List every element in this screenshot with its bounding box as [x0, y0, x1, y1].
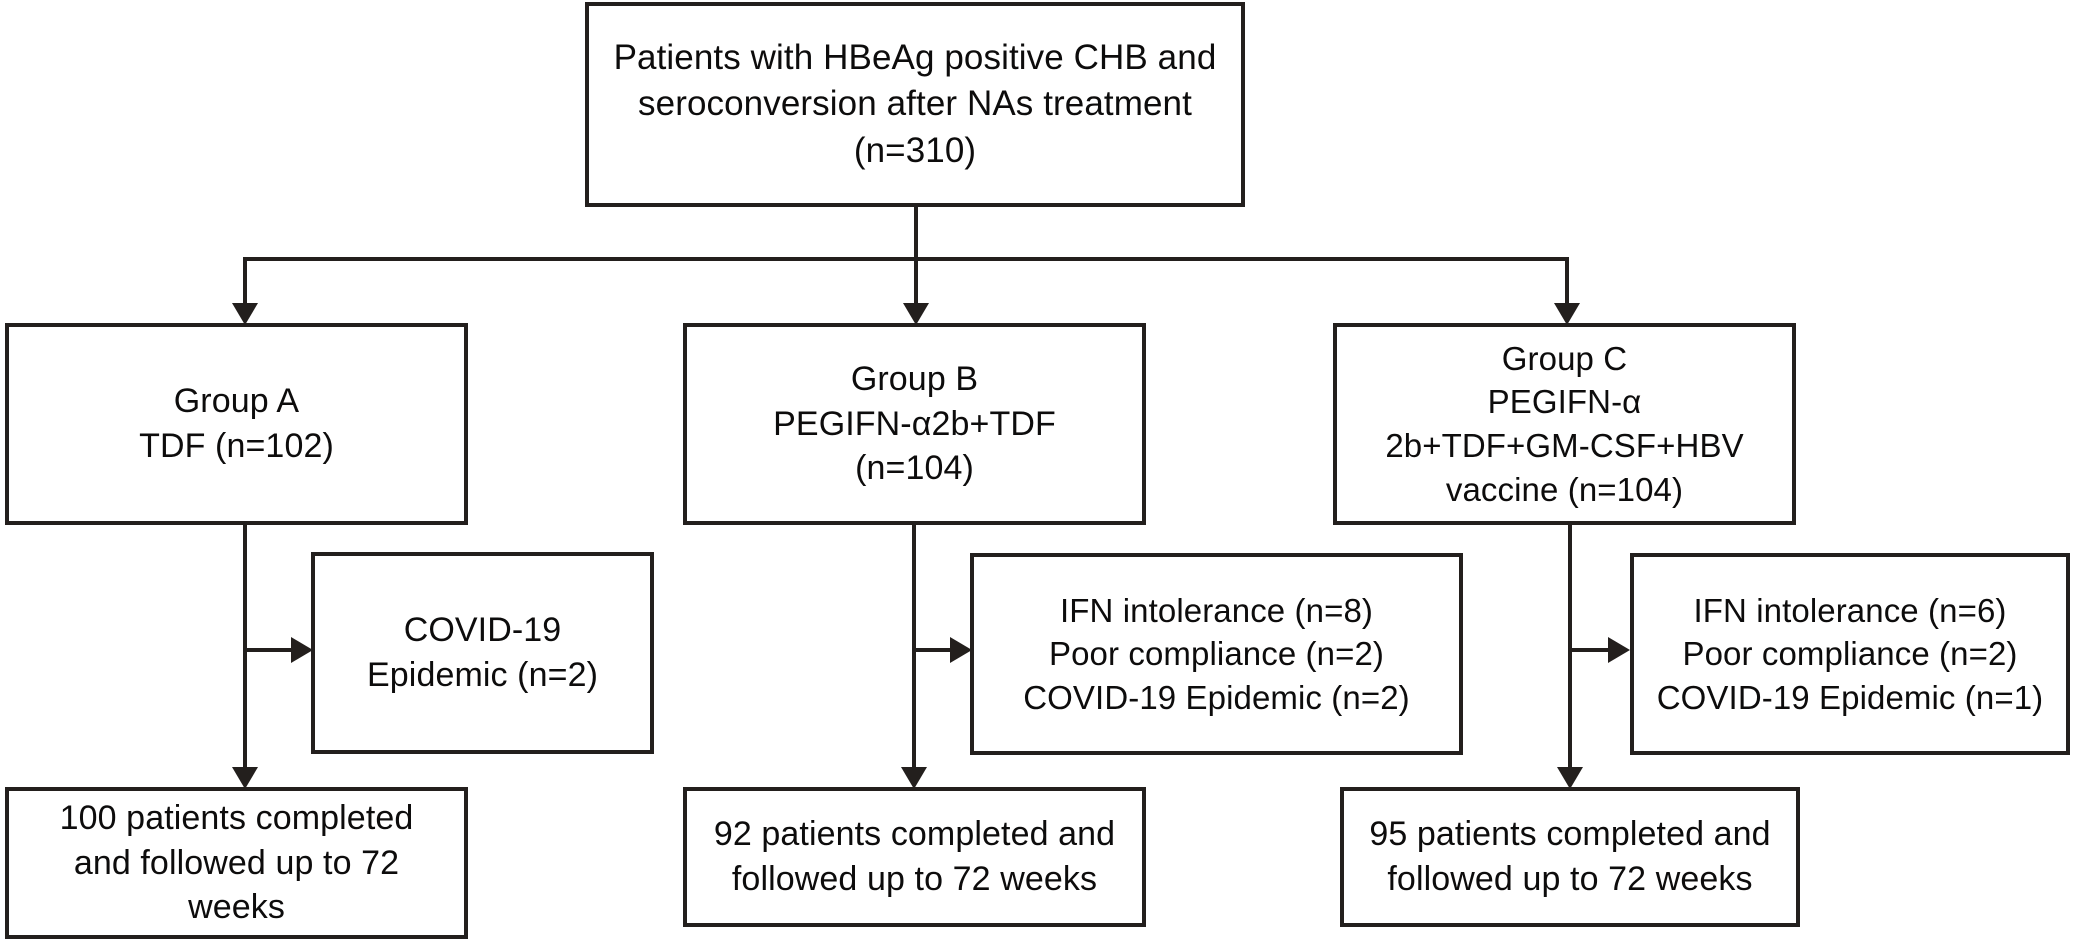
arrowhead-final-b [901, 767, 927, 789]
connector-root-stem [914, 205, 918, 261]
node-exclusions-group-a-label: COVID-19 Epidemic (n=2) [367, 611, 598, 694]
connector-group-a-to-exclusions [243, 648, 295, 652]
node-final-group-b: 92 patients completed and followed up to… [683, 787, 1146, 927]
connector-distribution-bar [243, 257, 1569, 261]
node-exclusions-group-a: COVID-19 Epidemic (n=2) [311, 552, 654, 754]
node-group-a: Group A TDF (n=102) [5, 323, 468, 525]
arrowhead-exclusions-b [950, 637, 972, 663]
node-final-group-a-label: 100 patients completed and followed up t… [59, 798, 414, 927]
arrowhead-exclusions-a [291, 637, 313, 663]
node-group-b: Group B PEGIFN-α2b+TDF (n=104) [683, 323, 1146, 525]
node-final-group-c: 95 patients completed and followed up to… [1340, 787, 1800, 927]
arrowhead-exclusions-c [1608, 637, 1630, 663]
node-final-group-b-label: 92 patients completed and followed up to… [713, 815, 1116, 898]
node-exclusions-group-c: IFN intolerance (n=6) Poor compliance (n… [1630, 553, 2070, 755]
connector-drop-group-b [914, 257, 918, 309]
node-exclusions-group-b-label: IFN intolerance (n=8) Poor compliance (n… [1023, 591, 1410, 716]
arrowhead-group-a [232, 303, 258, 325]
arrowhead-final-a [232, 767, 258, 789]
connector-drop-group-a [243, 257, 247, 309]
node-group-a-label: Group A TDF (n=102) [139, 382, 334, 465]
node-enrollment-root-label: Patients with HBeAg positive CHB and ser… [613, 38, 1217, 170]
connector-group-c-to-exclusions [1568, 648, 1620, 652]
arrowhead-final-c [1557, 767, 1583, 789]
connector-drop-group-c [1565, 257, 1569, 309]
node-final-group-c-label: 95 patients completed and followed up to… [1369, 815, 1771, 898]
node-enrollment-root: Patients with HBeAg positive CHB and ser… [585, 2, 1245, 207]
node-final-group-a: 100 patients completed and followed up t… [5, 787, 468, 939]
arrowhead-group-c [1554, 303, 1580, 325]
node-exclusions-group-b: IFN intolerance (n=8) Poor compliance (n… [970, 553, 1463, 755]
connector-group-b-to-exclusions [912, 648, 964, 652]
node-group-c-label: Group C PEGIFN-α 2b+TDF+GM-CSF+HBV vacci… [1385, 339, 1744, 508]
node-group-b-label: Group B PEGIFN-α2b+TDF (n=104) [773, 359, 1056, 488]
arrowhead-group-b [903, 303, 929, 325]
node-group-c: Group C PEGIFN-α 2b+TDF+GM-CSF+HBV vacci… [1333, 323, 1796, 525]
node-exclusions-group-c-label: IFN intolerance (n=6) Poor compliance (n… [1656, 591, 2044, 716]
